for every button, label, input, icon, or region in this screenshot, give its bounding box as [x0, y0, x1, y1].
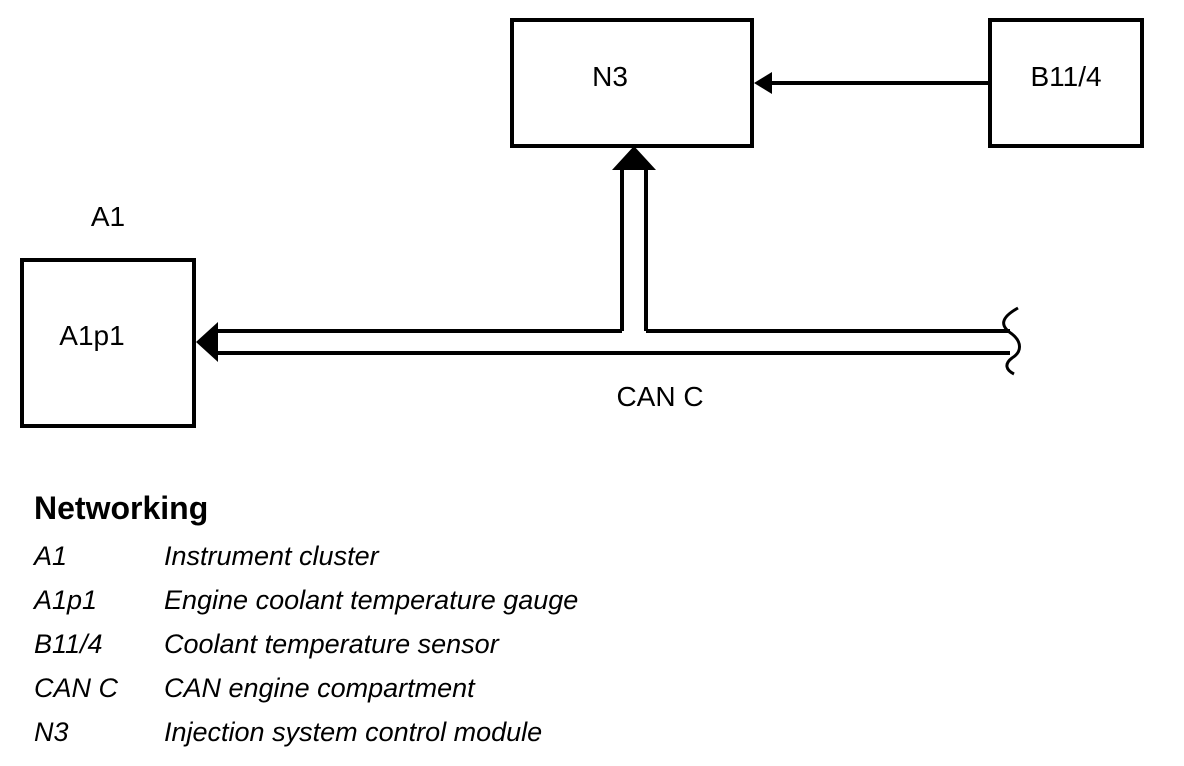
legend-description: Injection system control module [164, 717, 543, 747]
can-to-a1p1-arrowhead [196, 322, 218, 362]
n3-label: N3 [592, 61, 628, 92]
legend-title: Networking [34, 490, 209, 526]
legend-description: Engine coolant temperature gauge [164, 585, 579, 615]
legend-item: B11/4 Coolant temperature sensor [34, 622, 578, 666]
can-to-n3-branch [620, 168, 648, 331]
b11-4-to-n3-arrowhead [754, 72, 772, 94]
can-c-label: CAN C [616, 381, 703, 412]
legend-item: N3 Injection system control module [34, 710, 578, 754]
network-diagram: N3 B11/4 A1 A1p1 CAN C [20, 18, 1144, 428]
a1-label: A1 [91, 201, 125, 232]
can-c-bus [216, 306, 1021, 376]
legend-item: A1 Instrument cluster [34, 534, 578, 578]
legend-item: A1p1 Engine coolant temperature gauge [34, 578, 578, 622]
legend-item: CAN C CAN engine compartment [34, 666, 578, 710]
legend-code: A1p1 [34, 585, 98, 615]
legend-code: B11/4 [34, 629, 103, 659]
legend-description: CAN engine compartment [164, 673, 475, 703]
legend-code: N3 [34, 717, 69, 747]
can-to-n3-arrowhead [612, 146, 656, 170]
legend: Networking A1 Instrument cluster A1p1 En… [34, 488, 578, 754]
n3-box [510, 18, 754, 148]
legend-code: CAN C [34, 673, 119, 703]
b11-4-label: B11/4 [1030, 61, 1101, 92]
legend-code: A1 [34, 541, 68, 571]
a1p1-label: A1p1 [59, 320, 124, 351]
legend-description: Instrument cluster [164, 541, 379, 571]
a1p1-box [20, 258, 196, 428]
legend-description: Coolant temperature sensor [164, 629, 499, 659]
